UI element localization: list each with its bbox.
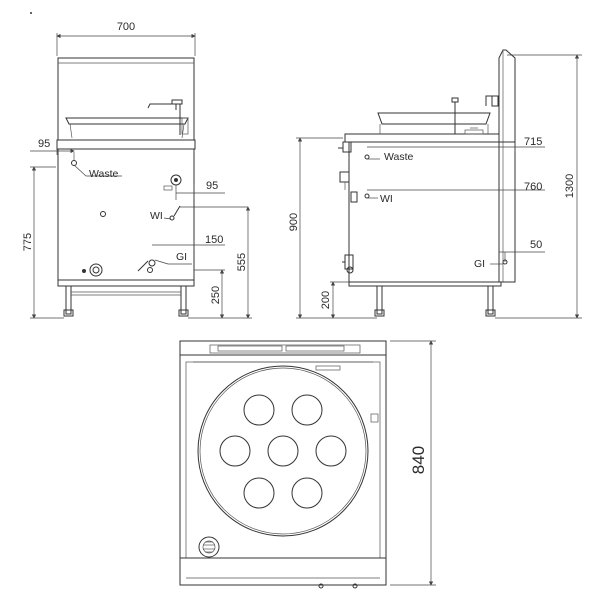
side-waste-depth-dim: 715 (524, 136, 542, 148)
side-wi-depth-dim: 760 (524, 181, 542, 193)
front-view: 700 95 Waste 95 WI 150 GI 775 555 (22, 21, 252, 319)
front-waste-offset-dim: 95 (38, 138, 50, 150)
front-wi-label: WI (150, 210, 163, 222)
side-gi-depth-dim: 50 (530, 239, 542, 251)
front-wi-offset-dim: 95 (206, 180, 218, 192)
side-gi-label: GI (474, 258, 485, 270)
side-total-height-dim: 1300 (564, 174, 576, 198)
front-gi-height-dim: 555 (236, 253, 248, 271)
side-wi-label: WI (380, 193, 393, 205)
front-gi-offset-dim: 150 (205, 234, 223, 246)
side-leg-height-dim: 200 (320, 291, 332, 309)
top-view: 840 (179, 340, 436, 589)
front-waste-label: Waste (89, 168, 119, 180)
front-width-dim: 700 (117, 21, 135, 33)
front-overall-height-dim: 775 (22, 233, 34, 251)
side-view: 715 Waste 760 WI 50 GI 1300 900 200 (288, 49, 582, 319)
front-leg-height-dim: 250 (210, 286, 222, 304)
top-depth-dim: 840 (409, 446, 428, 474)
side-worktop-height-dim: 900 (288, 213, 300, 231)
side-waste-label: Waste (384, 151, 414, 163)
front-gi-label: GI (176, 251, 187, 263)
